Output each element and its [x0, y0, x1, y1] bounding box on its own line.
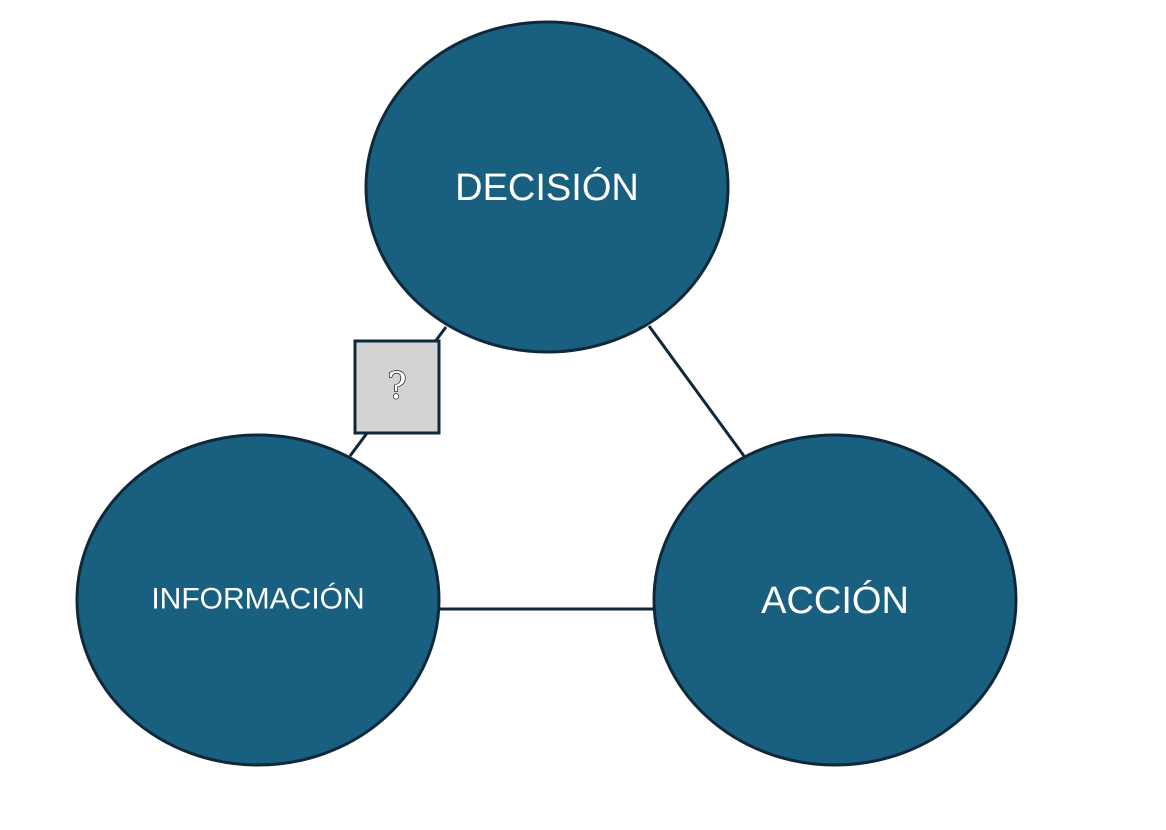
node-accion-label: ACCIÓN	[761, 579, 909, 622]
node-accion: ACCIÓN	[652, 433, 1018, 767]
node-informacion-circle	[75, 433, 441, 767]
question-mark-icon: ?	[387, 367, 406, 408]
node-accion-circle	[652, 433, 1018, 767]
connector-decision-accion	[647, 325, 746, 457]
node-decision-circle	[364, 20, 730, 354]
question-marker-box	[353, 339, 441, 435]
node-informacion-label: INFORMACIÓN	[151, 583, 364, 616]
node-decision-label: DECISIÓN	[455, 166, 639, 209]
node-informacion: INFORMACIÓN	[75, 433, 441, 767]
node-decision: DECISIÓN	[364, 20, 730, 354]
question-marker: ?	[353, 339, 441, 435]
